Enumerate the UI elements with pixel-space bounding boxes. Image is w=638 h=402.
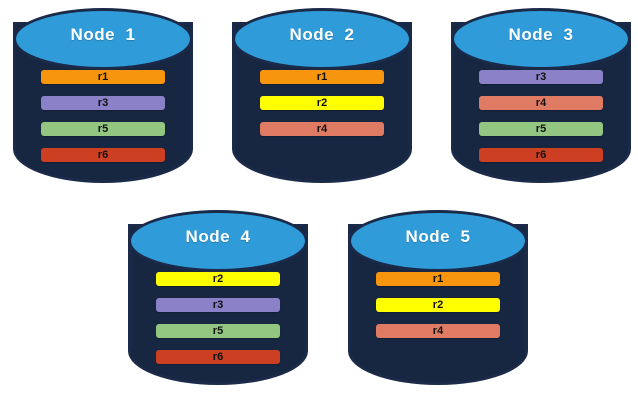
replica-bar[interactable]: r2	[376, 298, 500, 312]
replica-stack-3: r3 r4 r5 r6	[479, 70, 603, 174]
node-cylinder-3[interactable]: Node 3 r3 r4 r5 r6	[451, 8, 631, 183]
replica-bar[interactable]: r3	[479, 70, 603, 84]
node-title-3: Node 3	[508, 25, 574, 44]
replica-bar[interactable]: r6	[41, 148, 165, 162]
replica-bar[interactable]: r4	[260, 122, 384, 136]
node-title-4: Node 4	[185, 227, 251, 246]
node-title-5: Node 5	[405, 227, 471, 246]
replica-bar[interactable]: r3	[41, 96, 165, 110]
node-cylinder-5[interactable]: Node 5 r1 r2 r4	[348, 210, 528, 385]
replica-stack-2: r1 r2 r4	[260, 70, 384, 148]
replica-bar[interactable]: r1	[376, 272, 500, 286]
node-cap-2	[232, 8, 412, 70]
replica-bar[interactable]: r4	[376, 324, 500, 338]
node-cap-3	[451, 8, 631, 70]
replica-bar[interactable]: r5	[479, 122, 603, 136]
replica-bar[interactable]: r6	[479, 148, 603, 162]
replica-bar[interactable]: r1	[41, 70, 165, 84]
node-cap-4	[128, 210, 308, 272]
replica-bar[interactable]: r2	[156, 272, 280, 286]
replica-stack-1: r1 r3 r5 r6	[41, 70, 165, 174]
replica-stack-4: r2 r3 r5 r6	[156, 272, 280, 376]
node-cylinder-4[interactable]: Node 4 r2 r3 r5 r6	[128, 210, 308, 385]
replica-bar[interactable]: r4	[479, 96, 603, 110]
node-cap-1	[13, 8, 193, 70]
replica-bar[interactable]: r6	[156, 350, 280, 364]
replica-bar[interactable]: r5	[41, 122, 165, 136]
replica-bar[interactable]: r5	[156, 324, 280, 338]
node-title-1: Node 1	[70, 25, 136, 44]
replica-bar[interactable]: r1	[260, 70, 384, 84]
node-title-2: Node 2	[289, 25, 355, 44]
replica-stack-5: r1 r2 r4	[376, 272, 500, 350]
node-cap-5	[348, 210, 528, 272]
node-cylinder-1[interactable]: Node 1 r1 r3 r5 r6	[13, 8, 193, 183]
replica-bar[interactable]: r2	[260, 96, 384, 110]
replica-bar[interactable]: r3	[156, 298, 280, 312]
node-cylinder-2[interactable]: Node 2 r1 r2 r4	[232, 8, 412, 183]
